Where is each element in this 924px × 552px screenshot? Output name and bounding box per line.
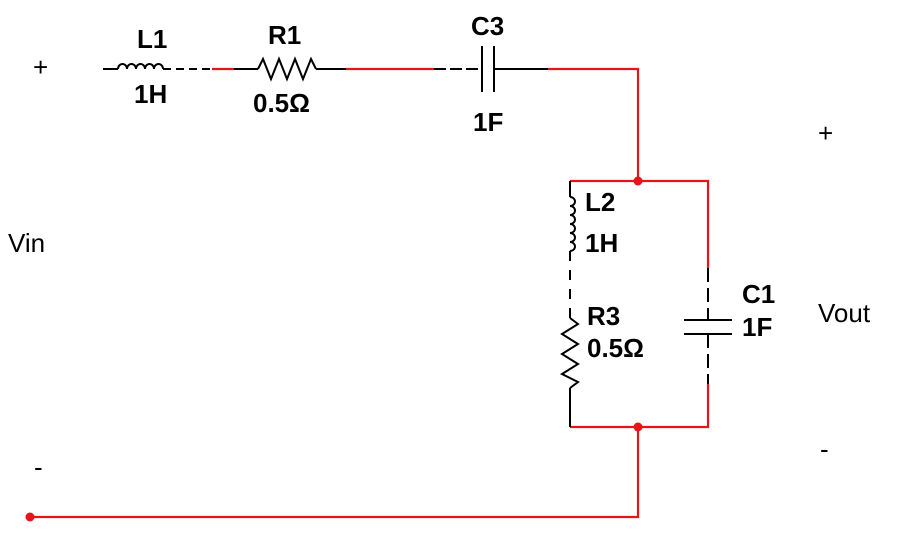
output-minus-sign: -: [820, 434, 829, 464]
output-plus-sign: +: [818, 118, 833, 148]
label-r1-value: 0.5Ω: [253, 88, 310, 118]
label-c1-name: C1: [742, 279, 775, 309]
label-c3-value: 1F: [473, 107, 503, 137]
label-l1-name: L1: [137, 24, 167, 54]
resistor-r1: [234, 56, 346, 82]
label-c3-name: C3: [471, 11, 504, 41]
capacitor-c3: [434, 46, 548, 92]
wire-c1-to-node-bottom: [638, 384, 710, 429]
wire-node-top-right: [638, 179, 710, 268]
output-label: Vout: [818, 298, 871, 328]
label-l2-value: 1H: [585, 228, 618, 258]
junction-node-top: [633, 176, 643, 186]
wire-ground-return: [30, 427, 640, 519]
inductor-l2: [569, 181, 576, 312]
input-label: Vin: [8, 228, 45, 258]
label-r3-value: 0.5Ω: [587, 333, 644, 363]
junction-node-bottom: [633, 422, 643, 432]
input-plus-sign: +: [33, 52, 48, 82]
label-r1-name: R1: [268, 20, 301, 50]
input-minus-sign: -: [34, 452, 43, 482]
junction-input-minus: [25, 512, 35, 522]
label-r3-name: R3: [587, 301, 620, 331]
label-l1-value: 1H: [134, 79, 167, 109]
inductor-l1: [103, 63, 212, 70]
label-l2-name: L2: [585, 187, 615, 217]
capacitor-c1: [684, 268, 732, 384]
resistor-r3: [559, 312, 580, 427]
label-c1-value: 1F: [742, 312, 772, 342]
wire-c3-to-node-top: [548, 67, 640, 181]
wires: [30, 67, 710, 519]
